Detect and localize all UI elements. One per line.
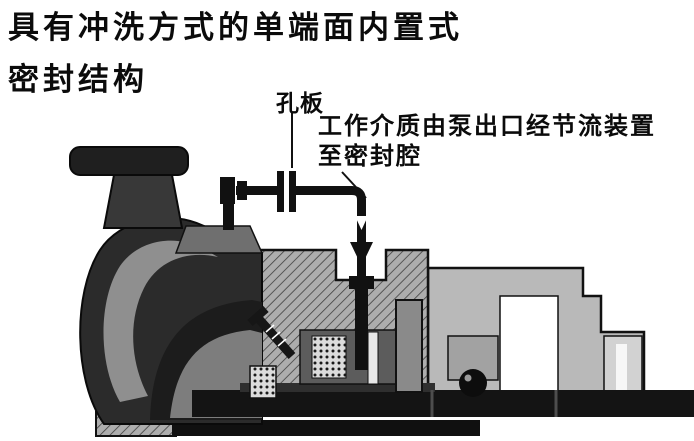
ball-bearing: [447, 335, 499, 397]
inlet-flange: [69, 146, 189, 229]
annotation-line2: 至密封腔: [318, 143, 422, 170]
flow-notch: [355, 216, 368, 230]
flange-neck: [102, 174, 184, 229]
mechanical-seal: [299, 299, 423, 393]
shaft-sleeve: [240, 383, 435, 392]
seal-face: [367, 331, 379, 385]
flow-arrow-down: [350, 242, 373, 266]
pipe-fitting: [220, 177, 235, 204]
title-line1: 具有冲洗方式的单端面内置式: [8, 10, 463, 45]
annotation-leader-line: [341, 171, 367, 199]
gland-nut: [349, 276, 374, 289]
annotation-line1: 工作介质由泵出口经节流装置: [318, 113, 656, 140]
flush-pipe: [220, 171, 374, 370]
bearing-ball: [459, 369, 487, 397]
title-line2: 密封结构: [8, 62, 148, 98]
seal-gland-plate: [395, 299, 423, 393]
housing-window: [499, 295, 559, 393]
leader-lines: [291, 112, 367, 199]
seal-spring-left: [249, 365, 277, 399]
angled-fitting: [247, 305, 296, 360]
casing-top-ledge: [174, 225, 264, 254]
flush-channel: [355, 288, 368, 370]
page-title: 具有冲洗方式的单端面内置式 密封结构: [8, 2, 463, 106]
orifice-plate-label: 孔板: [276, 90, 324, 116]
orifice-plate: [277, 171, 284, 212]
seal-spring: [311, 335, 347, 379]
flush-path-annotation: 工作介质由泵出口经节流装置 至密封腔: [318, 112, 656, 172]
